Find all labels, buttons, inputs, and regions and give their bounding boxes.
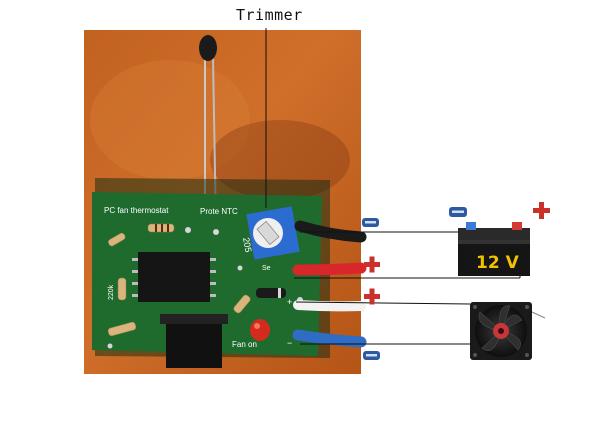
pcb-silkscreen-plus: +: [287, 297, 292, 307]
battery-terminal-minus: [466, 222, 476, 230]
battery-top: [458, 228, 530, 240]
pcb-silkscreen-se: Se: [262, 265, 271, 272]
ic-chip: [138, 252, 210, 302]
fan-cable: [531, 311, 546, 319]
minus-marker-battery: [449, 207, 467, 217]
wire-red: [292, 262, 367, 276]
wire-blue: [292, 329, 367, 348]
pcb-silkscreen-sensor: Prote NTC: [200, 207, 238, 216]
led: [250, 319, 270, 341]
plus-marker-wire-white: [364, 288, 380, 305]
pcb: PC fan thermostat Prote NTC 220k Fan on …: [92, 178, 330, 368]
plus-marker-wire-red: [364, 256, 380, 273]
line-fan-plus: [295, 301, 471, 305]
diode: [256, 288, 286, 298]
pcb-silkscreen-fan: Fan on: [232, 340, 257, 349]
minus-marker-wire-blue: [363, 351, 380, 360]
wire-black: [294, 220, 367, 243]
cooling-fan: [470, 302, 546, 360]
pcb-silkscreen-minus: −: [287, 338, 292, 348]
wire-white: [293, 300, 366, 312]
power-transistor: [166, 318, 222, 368]
trimmer-value: 205: [241, 237, 253, 254]
plus-marker-battery: [533, 202, 550, 219]
transistor-tab: [160, 314, 228, 324]
pcb-silkscreen-resistor: 220k: [108, 284, 115, 300]
battery-12v: 12 V: [458, 222, 530, 276]
minus-marker-wire-top: [362, 218, 379, 227]
diode-band: [278, 288, 281, 298]
trimmer-label: Trimmer: [236, 6, 303, 24]
trimmer-potentiometer: 205: [241, 206, 300, 260]
fan-screw-holes: [473, 305, 529, 357]
battery-terminal-plus: [512, 222, 522, 230]
battery-voltage-label: 12 V: [476, 253, 520, 273]
board-photo: PC fan thermostat Prote NTC 220k Fan on …: [84, 30, 367, 374]
wood-highlight: [90, 60, 250, 180]
ic-pins: [132, 258, 216, 297]
pcb-silkscreen-title: PC fan thermostat: [104, 206, 169, 215]
battery-side: [458, 240, 530, 244]
battery-body: [458, 240, 530, 276]
fan-hub-center: [498, 328, 504, 334]
resistor-bands: [155, 224, 169, 232]
